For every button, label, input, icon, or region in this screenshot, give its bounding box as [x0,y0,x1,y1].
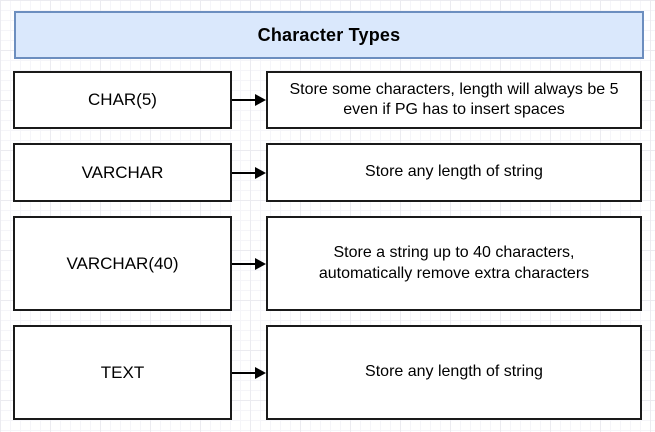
arrow-head-icon [255,166,266,179]
diagram-title: Character Types [257,24,401,45]
diagram-row-char5: CHAR(5) Store some characters, length wi… [13,71,642,129]
term-box-char5: CHAR(5) [13,71,232,129]
diagram-row-varchar: VARCHAR Store any length of string [13,143,642,202]
description-text: Store a string up to 40 characters, auto… [318,244,590,282]
term-label: TEXT [100,362,145,382]
diagram-row-varchar40: VARCHAR(40) Store a string up to 40 char… [13,216,642,311]
term-label: VARCHAR(40) [66,253,179,273]
description-box-text: Store any length of string [266,325,642,420]
arrow-head-icon [255,94,266,106]
description-box-varchar40: Store a string up to 40 characters, auto… [266,216,642,311]
term-box-varchar: VARCHAR [13,143,232,202]
arrow-line [232,371,259,374]
diagram-row-text: TEXT Store any length of string [13,325,642,420]
arrow-line [232,99,259,101]
arrow-line [232,171,259,174]
term-label: CHAR(5) [88,90,157,109]
arrow-head-icon [255,257,266,270]
term-box-text: TEXT [13,325,232,420]
arrow-line [232,262,259,265]
description-box-varchar: Store any length of string [266,143,642,202]
description-text: Store some characters, length will alway… [289,80,619,118]
description-box-char5: Store some characters, length will alway… [266,71,642,129]
description-text: Store any length of string [365,363,543,381]
arrow-head-icon [255,366,266,379]
description-text: Store any length of string [365,163,543,181]
term-label: VARCHAR [81,162,164,182]
diagram-title-box: Character Types [14,11,644,59]
term-box-varchar40: VARCHAR(40) [13,216,232,311]
